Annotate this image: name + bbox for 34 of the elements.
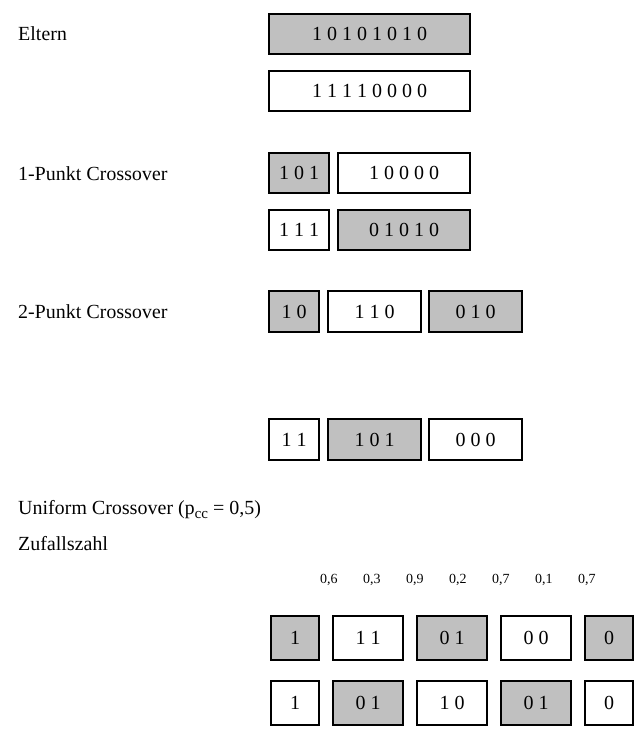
gene-segment-box: 1 (270, 615, 320, 661)
gene-segment-box: 0 1 (416, 615, 488, 661)
gene-segment-box: 1 1 1 1 0 0 0 0 (268, 70, 471, 112)
gene-segment-box: 0 0 0 (428, 418, 523, 461)
gene-segment-box: 0 (584, 680, 634, 726)
row-label: Zufallszahl (18, 532, 108, 557)
random-number-label: 0,3 (363, 571, 380, 589)
gene-segment-box: 0 1 0 1 0 (337, 209, 471, 251)
gene-segment-box: 0 0 (500, 615, 572, 661)
gene-segment-box: 1 1 1 (268, 209, 330, 251)
gene-segment-box: 0 1 0 (428, 290, 523, 333)
random-number-label: 0,1 (535, 571, 552, 589)
gene-segment-box: 0 1 (332, 680, 404, 726)
gene-segment-box: 1 0 1 (327, 418, 422, 461)
row-label: 1-Punkt Crossover (18, 162, 168, 187)
gene-segment-box: 1 0 (268, 290, 320, 333)
random-number-label: 0,7 (492, 571, 510, 589)
gene-segment-box: 1 0 1 0 1 0 1 0 (268, 13, 471, 55)
gene-segment-box: 1 (270, 680, 320, 726)
row-label: 2-Punkt Crossover (18, 300, 168, 325)
random-number-label: 0,7 (578, 571, 596, 589)
random-number-label: 0,2 (449, 571, 466, 589)
gene-segment-box: 1 0 (416, 680, 488, 726)
row-label: Uniform Crossover (p$_{cc}$ = 0,5) (18, 496, 261, 522)
random-number-label: 0,9 (406, 571, 424, 589)
gene-segment-box: 1 0 1 (268, 152, 330, 194)
gene-segment-box: 1 0 0 0 0 (337, 152, 471, 194)
random-number-label: 0,6 (320, 571, 338, 589)
row-label: Eltern (18, 22, 67, 47)
gene-segment-box: 0 1 (500, 680, 572, 726)
gene-segment-box: 0 (584, 615, 634, 661)
gene-segment-box: 1 1 0 (327, 290, 422, 333)
gene-segment-box: 1 1 (268, 418, 320, 461)
gene-segment-box: 1 1 (332, 615, 404, 661)
